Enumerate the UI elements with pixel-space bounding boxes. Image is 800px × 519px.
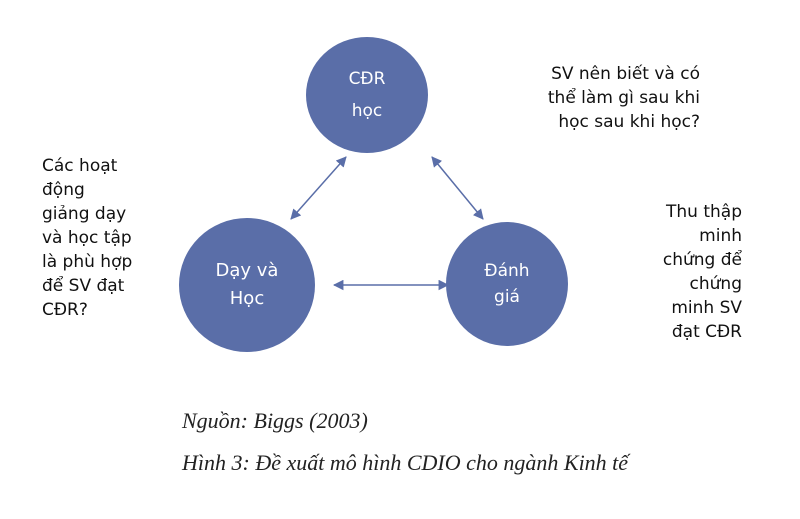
note-line: là phù hợp xyxy=(42,252,133,272)
note-right: Thu thập minh chứng để chứng minh SV đạt… xyxy=(663,200,742,344)
note-line: để SV đạt xyxy=(42,276,125,296)
node-label: giá xyxy=(494,287,520,307)
note-line: và học tập xyxy=(42,228,132,248)
note-line: minh SV xyxy=(671,298,742,318)
node-learning-outcomes: CĐR học xyxy=(306,37,428,153)
node-teaching-learning: Dạy và Học xyxy=(179,218,315,352)
note-line: minh xyxy=(699,226,742,246)
source-caption: Nguồn: Biggs (2003) xyxy=(182,408,368,433)
figure-caption: Hình 3: Đề xuất mô hình CDIO cho ngành K… xyxy=(182,450,629,475)
arrow-outcomes-assessment xyxy=(431,156,484,220)
note-line: chứng xyxy=(689,274,742,294)
note-line: thể làm gì sau khi xyxy=(547,88,700,108)
note-line: SV nên biết và có xyxy=(551,64,700,84)
node-label: Đánh xyxy=(484,261,530,281)
note-line: giảng dạy xyxy=(42,204,127,224)
node-label: Học xyxy=(229,288,265,309)
note-line: chứng để xyxy=(662,250,742,270)
note-line: Các hoạt xyxy=(42,156,118,176)
node-label: Dạy và xyxy=(215,260,279,281)
note-top-right: SV nên biết và có thể làm gì sau khi học… xyxy=(548,62,700,134)
note-line: CĐR? xyxy=(42,300,88,320)
arrow-teaching-outcomes xyxy=(290,156,347,220)
node-assessment: Đánh giá xyxy=(446,222,568,346)
node-label: CĐR xyxy=(348,69,386,89)
note-left: Các hoạt động giảng dạy và học tập là ph… xyxy=(42,154,132,322)
note-line: động xyxy=(42,180,85,200)
note-line: Thu thập xyxy=(666,202,742,222)
note-line: đạt CĐR xyxy=(671,322,742,342)
node-label: học xyxy=(351,101,383,121)
note-line: học sau khi học? xyxy=(558,112,700,132)
